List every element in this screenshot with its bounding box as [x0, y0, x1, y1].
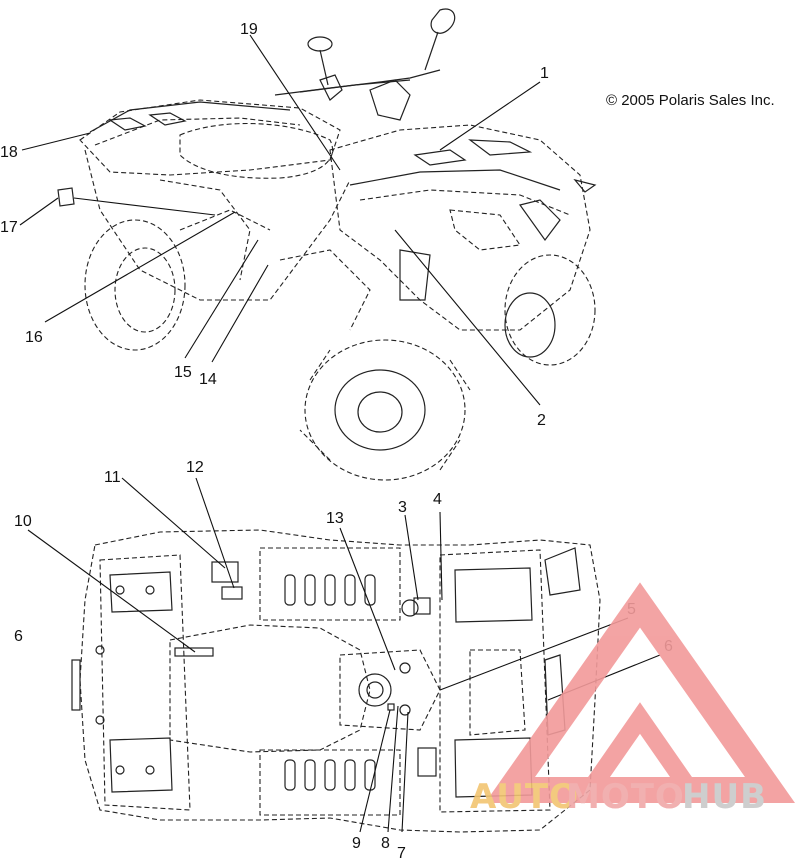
callout-14: 14: [199, 371, 217, 388]
callout-4: 4: [433, 491, 442, 508]
callout-13: 13: [326, 510, 344, 527]
callout-12: 12: [186, 459, 204, 476]
callout-7: 7: [397, 845, 406, 861]
leader-lines: [19, 34, 661, 833]
callout-19: 19: [240, 21, 258, 38]
callout-1: 1: [540, 65, 549, 82]
watermark-inner-triangle-icon: [572, 702, 708, 799]
callout-15: 15: [174, 364, 192, 381]
atv-three-quarter-view: [57, 8, 597, 481]
copyright-text: © 2005 Polaris Sales Inc.: [606, 92, 775, 109]
callout-8: 8: [381, 835, 390, 852]
callout-6-rear: 6: [14, 628, 23, 645]
watermark-text-moto: MOTO: [566, 777, 685, 817]
callout-16: 16: [25, 329, 43, 346]
callout-17: 17: [0, 219, 18, 236]
callout-18: 18: [0, 144, 18, 161]
automotohub-watermark: AUTO MOTO HUB: [470, 582, 796, 817]
callout-10: 10: [14, 513, 32, 530]
callout-9: 9: [352, 835, 361, 852]
callout-3: 3: [398, 499, 407, 516]
watermark-text-hub: HUB: [682, 777, 767, 817]
watermark-triangle-icon: [484, 582, 796, 803]
callout-2: 2: [537, 412, 546, 429]
callout-numbers: 1 2 3 4 5 6 6 7 8 9 10 11 12 13 14 15 16…: [0, 21, 673, 861]
watermark-text-auto: AUTO: [470, 777, 579, 817]
callout-11: 11: [104, 469, 121, 486]
